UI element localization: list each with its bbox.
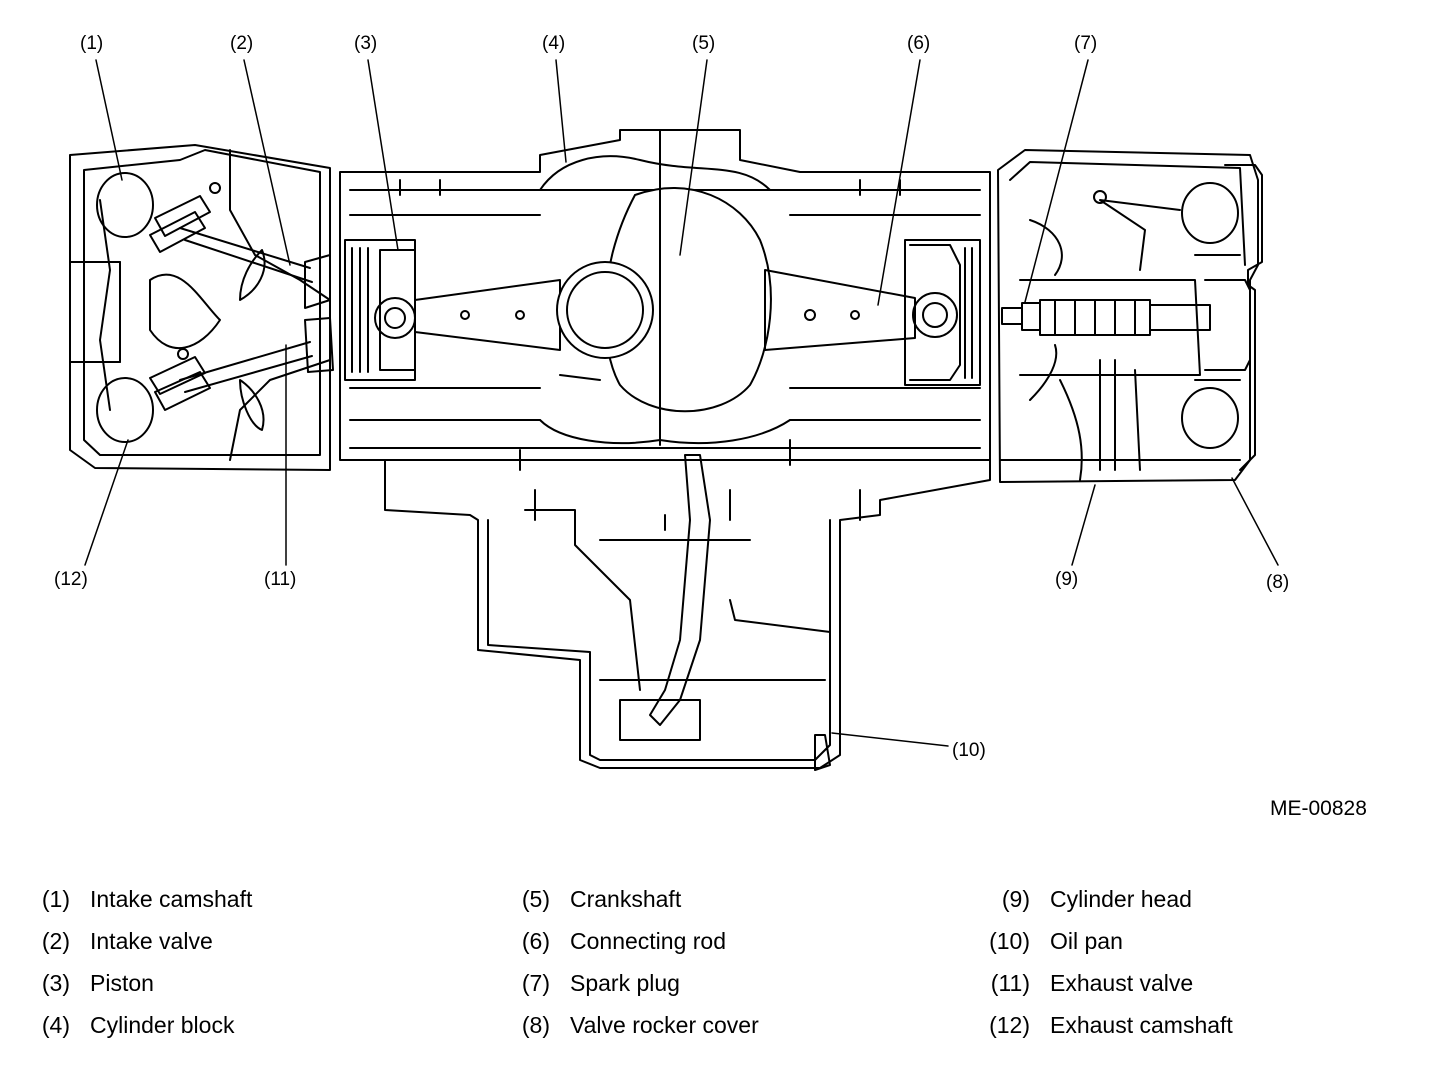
callout-7: (7) — [1074, 33, 1097, 54]
legend-item-10: (10) Oil pan — [980, 924, 1380, 966]
intake-valve-left — [149, 182, 331, 309]
legend-label: Intake camshaft — [90, 886, 253, 912]
legend-label: Exhaust valve — [1050, 970, 1194, 996]
exhaust-camshaft-right — [1181, 387, 1239, 449]
spark-plug — [1001, 299, 1211, 336]
callout-2: (2) — [230, 33, 253, 54]
exhaust-valve-left — [149, 317, 334, 411]
legend-label: Piston — [90, 970, 154, 996]
legend-item-12: (12) Exhaust camshaft — [980, 1008, 1380, 1050]
legend-number: (5) — [521, 886, 550, 912]
legend-item-6: (6) Connecting rod — [500, 924, 880, 966]
legend-number: (2) — [41, 928, 70, 954]
oil-pan — [384, 439, 991, 771]
legend-number: (4) — [41, 1012, 70, 1038]
connecting-rod-left — [414, 279, 561, 351]
exhaust-camshaft-left — [96, 377, 154, 443]
left-cylinder-head — [69, 144, 331, 471]
intake-camshaft-right — [1181, 182, 1239, 244]
callout-8: (8) — [1266, 572, 1289, 593]
legend-label: Spark plug — [570, 970, 680, 996]
legend-number: (12) — [989, 1012, 1030, 1038]
legend-label: Crankshaft — [570, 886, 682, 912]
legend-label: Exhaust camshaft — [1050, 1012, 1233, 1038]
leader-lines — [84, 59, 1279, 747]
valve-rocker-cover-right — [1194, 164, 1263, 471]
legend-number: (11) — [990, 970, 1030, 996]
piston-right — [904, 239, 981, 386]
connecting-rod-right — [764, 269, 916, 351]
callout-5: (5) — [692, 33, 715, 54]
legend-number: (7) — [521, 970, 550, 996]
right-cylinder-head — [997, 149, 1259, 483]
legend-label: Cylinder head — [1050, 886, 1192, 912]
legend-column-3: (9) Cylinder head (10) Oil pan (11) Exha… — [980, 882, 1380, 1050]
leader-line-4 — [555, 59, 567, 163]
legend-number: (8) — [521, 1012, 550, 1038]
callout-9: (9) — [1055, 569, 1078, 590]
legend-column-2: (5) Crankshaft (6) Connecting rod (7) Sp… — [500, 882, 880, 1050]
callout-11: (11) — [264, 569, 296, 590]
legend-column-1: (1) Intake camshaft (2) Intake valve (3)… — [20, 882, 400, 1050]
legend-item-2: (2) Intake valve — [20, 924, 400, 966]
leader-line-10 — [831, 732, 949, 747]
leader-line-1 — [95, 59, 123, 181]
leader-line-9 — [1071, 484, 1096, 566]
legend-label: Valve rocker cover — [570, 1012, 759, 1038]
leader-line-2 — [243, 59, 291, 266]
callout-4: (4) — [542, 33, 565, 54]
legend-number: (9) — [1001, 886, 1030, 912]
callout-3: (3) — [354, 33, 377, 54]
callout-1: (1) — [80, 33, 103, 54]
legend-number: (3) — [41, 970, 70, 996]
legend-item-8: (8) Valve rocker cover — [500, 1008, 880, 1050]
intake-camshaft-left — [96, 172, 154, 238]
legend-item-9: (9) Cylinder head — [980, 882, 1380, 924]
legend-item-11: (11) Exhaust valve — [980, 966, 1380, 1008]
legend-item-1: (1) Intake camshaft — [20, 882, 400, 924]
crankshaft — [556, 129, 772, 446]
legend-label: Cylinder block — [90, 1012, 235, 1038]
leader-line-3 — [367, 59, 399, 251]
legend-label: Intake valve — [90, 928, 213, 954]
callout-10: (10) — [952, 740, 986, 761]
legend-number: (6) — [521, 928, 550, 954]
leader-line-12 — [84, 439, 129, 566]
callout-6: (6) — [907, 33, 930, 54]
engine-cross-section-diagram: (1) (2) (3) (4) (5) (6) (7) (8) (9) (10)… — [54, 33, 1289, 771]
legend-item-5: (5) Crankshaft — [500, 882, 880, 924]
leader-line-5 — [679, 59, 708, 256]
callout-labels: (1) (2) (3) (4) (5) (6) (7) (8) (9) (10)… — [54, 33, 1289, 761]
leader-line-6 — [877, 59, 921, 306]
legend-number: (10) — [989, 928, 1030, 954]
legend-item-4: (4) Cylinder block — [20, 1008, 400, 1050]
legend-item-7: (7) Spark plug — [500, 966, 880, 1008]
drawing-id: ME-00828 — [1270, 797, 1367, 820]
legend-label: Connecting rod — [570, 928, 726, 954]
legend-item-3: (3) Piston — [20, 966, 400, 1008]
leader-line-7 — [1024, 59, 1089, 303]
callout-12: (12) — [54, 569, 88, 590]
legend-label: Oil pan — [1050, 928, 1123, 954]
leader-line-8 — [1231, 477, 1279, 566]
legend-number: (1) — [41, 886, 70, 912]
